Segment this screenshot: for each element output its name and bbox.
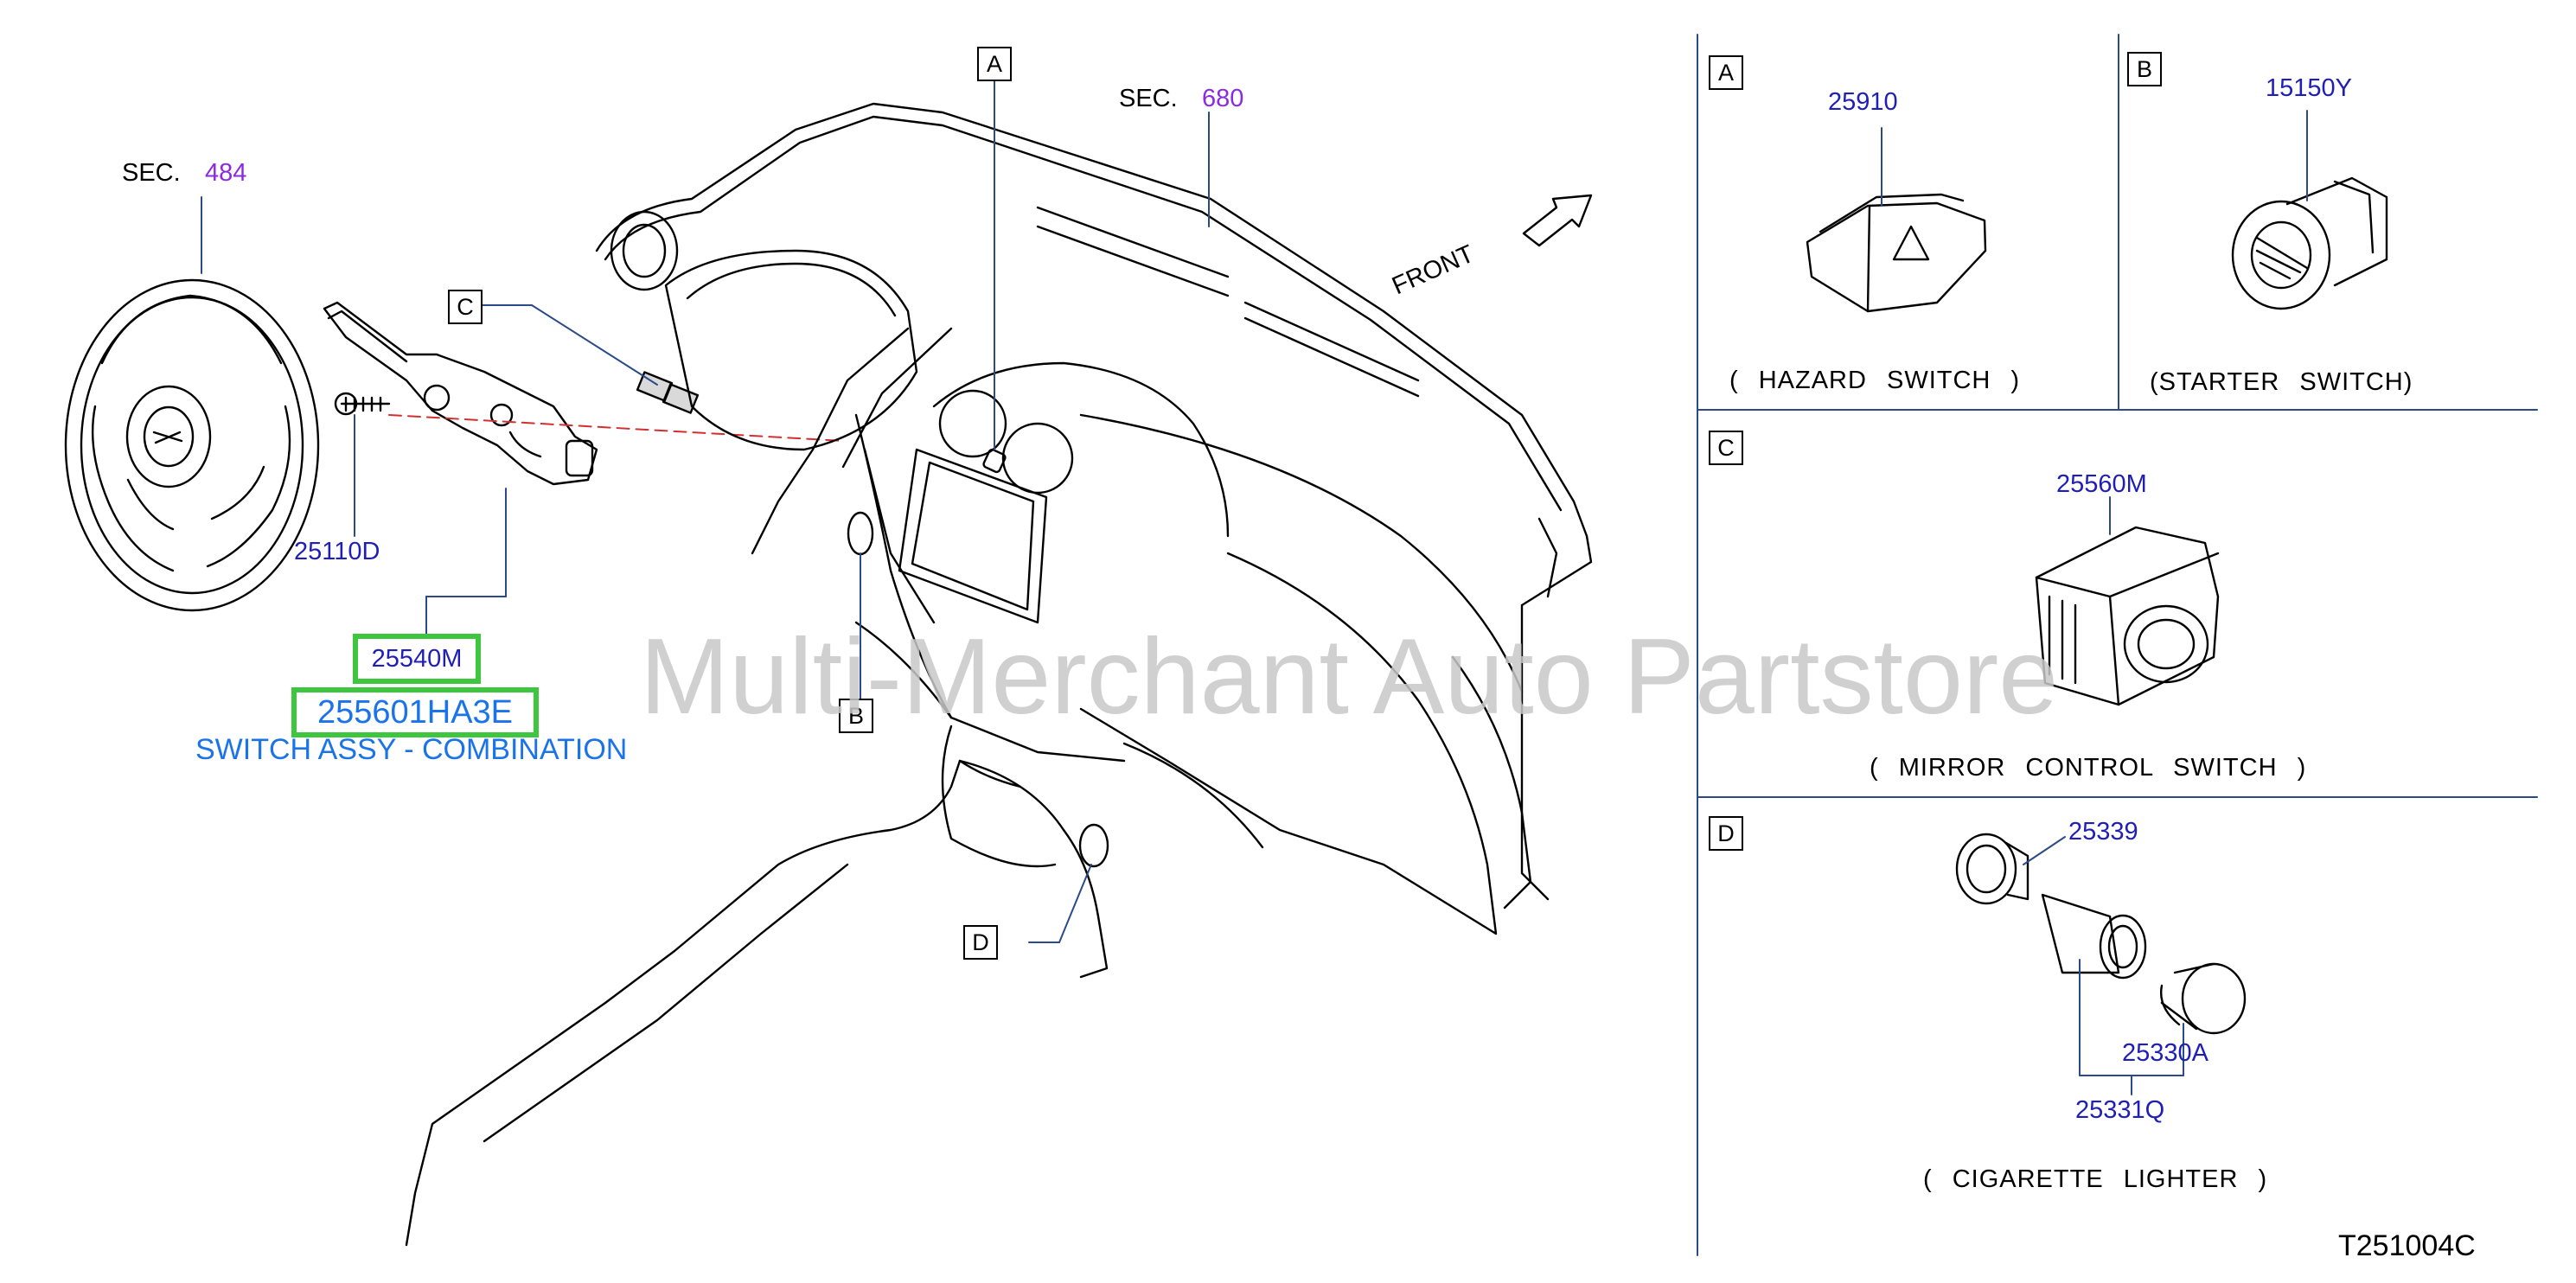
sec-484-link[interactable]: 484 [205, 159, 247, 187]
sec-484-prefix: SEC. [122, 159, 181, 187]
hazard-switch-drawing [1806, 127, 1987, 313]
part-number-15150Y[interactable]: 15150Y [2266, 74, 2352, 102]
mirror-control-switch-caption: ( MIRROR CONTROL SWITCH ) [1870, 754, 2307, 782]
callout-b[interactable]: B [839, 699, 873, 733]
part-number-25540M-label: 25540M [371, 645, 463, 673]
panel-c-letter: C [1709, 431, 1743, 465]
part-number-25331Q[interactable]: 25331Q [2075, 1096, 2165, 1124]
starter-switch-drawing [2231, 110, 2388, 310]
sec-680-link[interactable]: 680 [1202, 85, 1244, 112]
drawing-code: T251004C [2338, 1229, 2476, 1262]
part-number-25540M[interactable]: 25540M [353, 634, 481, 684]
callout-a[interactable]: A [977, 47, 1012, 81]
panel-d-letter: D [1709, 816, 1743, 851]
part-number-25910[interactable]: 25910 [1828, 88, 1898, 116]
front-arrow-icon [1522, 194, 1593, 247]
highlighted-part-number-label: 255601HA3E [316, 694, 514, 731]
part-leaders-left [354, 414, 507, 636]
cigarette-lighter-drawing [1955, 833, 2247, 1095]
callout-d[interactable]: D [963, 925, 998, 960]
part-number-25560M[interactable]: 25560M [2056, 470, 2147, 498]
part-number-25330A[interactable]: 25330A [2122, 1039, 2208, 1067]
callout-leaders [482, 78, 1210, 943]
watermark: Multi-Merchant Auto Partstore [640, 617, 2059, 737]
combination-switch-drawing [323, 301, 598, 486]
panel-a-letter: A [1709, 55, 1743, 90]
sec-680-prefix: SEC. [1119, 85, 1178, 112]
cigarette-lighter-caption: ( CIGARETTE LIGHTER ) [1923, 1165, 2268, 1193]
part-number-25339[interactable]: 25339 [2068, 818, 2138, 846]
callout-c[interactable]: C [448, 290, 483, 324]
hazard-switch-caption: ( HAZARD SWITCH ) [1729, 367, 2021, 394]
highlighted-part-description[interactable]: SWITCH ASSY - COMBINATION [195, 733, 628, 766]
panel-b-letter: B [2127, 52, 2162, 86]
steering-wheel-drawing [64, 278, 320, 612]
starter-switch-caption: (STARTER SWITCH) [2150, 368, 2413, 396]
install-dashed-line [388, 414, 844, 442]
mirror-control-switch-drawing [2035, 496, 2220, 706]
dashboard-drawing [405, 102, 1593, 1247]
highlighted-part-number[interactable]: 255601HA3E [291, 687, 539, 737]
panel-dividers [1697, 34, 2538, 1256]
part-number-25110D[interactable]: 25110D [294, 538, 380, 565]
